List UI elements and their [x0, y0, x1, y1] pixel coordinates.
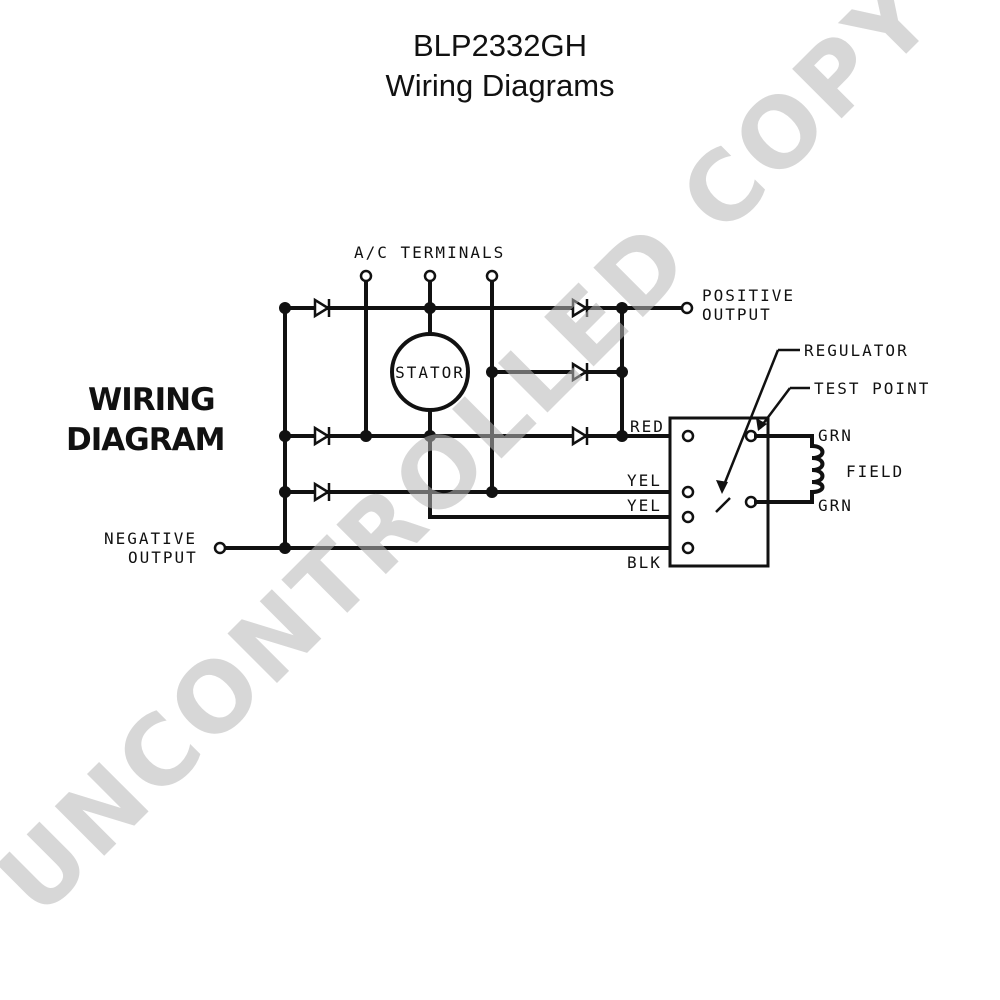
- ac-terminals-label: A/C TERMINALS: [354, 243, 505, 262]
- test-point-label: TEST POINT: [814, 379, 930, 398]
- diode-icon: [571, 297, 589, 319]
- terminals: [213, 269, 694, 555]
- stator: STATOR: [390, 332, 470, 412]
- diode-icon: [571, 425, 589, 447]
- leaders: [716, 348, 810, 494]
- part-number: BLP2332GH: [412, 28, 588, 63]
- diode-icon: [571, 361, 589, 383]
- side-label-diagram: DIAGRAM: [66, 422, 224, 458]
- wire-label-grn-2: GRN: [818, 496, 853, 515]
- diodes: [313, 297, 589, 503]
- wire-label-yel-2: YEL: [627, 496, 662, 515]
- regulator-label: REGULATOR: [804, 341, 909, 360]
- wire-label-grn-1: GRN: [818, 426, 853, 445]
- wire-label-red: RED: [630, 417, 665, 436]
- diode-icon: [313, 425, 331, 447]
- positive-output-label-2: OUTPUT: [702, 305, 772, 324]
- wire-label-blk: BLK: [627, 553, 662, 572]
- junction-dots: [279, 302, 628, 554]
- field-coil: [754, 434, 825, 504]
- page-subtitle: Wiring Diagrams: [385, 68, 615, 103]
- diode-icon: [313, 297, 331, 319]
- side-label-wiring: WIRING: [88, 382, 215, 418]
- diode-icon: [313, 481, 331, 503]
- positive-output-label-1: POSITIVE: [702, 286, 795, 305]
- field-label: FIELD: [846, 462, 904, 481]
- wire-label-yel-1: YEL: [627, 471, 662, 490]
- regulator-box: [668, 416, 770, 568]
- stator-label: STATOR: [395, 363, 465, 382]
- negative-output-label-2: OUTPUT: [128, 548, 198, 567]
- negative-output-label-1: NEGATIVE: [104, 529, 197, 548]
